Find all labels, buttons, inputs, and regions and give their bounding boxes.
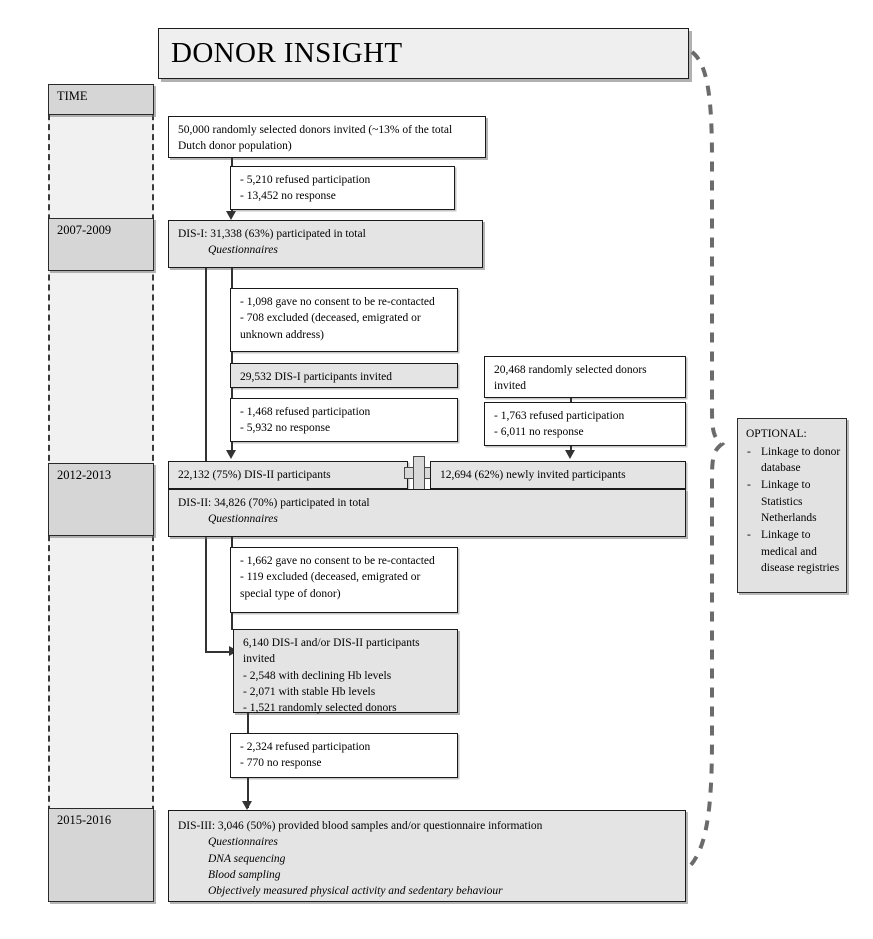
optional-item-statistics-netherlands: Linkage to Statistics Netherlands: [746, 477, 841, 527]
connector-excl-to-dis3: [247, 778, 249, 808]
connector-dis1-side-long: [205, 268, 207, 653]
box-exclusions-dis2-recontact: - 1,662 gave no consent to be re-contact…: [230, 547, 458, 613]
optional-list: Linkage to donor database Linkage to Sta…: [746, 444, 841, 577]
exclusion-line: - 5,210 refused participation: [240, 174, 371, 186]
exclusion-line: - 13,452 no response: [240, 190, 336, 203]
arrow-into-dis3: [242, 801, 252, 810]
connector-excl-to-dis3-invited: [231, 613, 233, 630]
box-exclusions-dis1-invited: - 1,468 refused participation - 5,932 no…: [230, 398, 458, 442]
exclusion-line: - 708 excluded (deceased, emigrated or u…: [240, 312, 421, 341]
dis1-questionnaires: Questionnaires: [208, 244, 278, 257]
plus-icon-center: [414, 468, 424, 478]
time-period-2007-2009: 2007-2009: [48, 218, 154, 271]
exclusion-line: - 1,763 refused participation: [494, 410, 625, 422]
box-dis2-returning-participants: 22,132 (75%) DIS-II participants: [168, 461, 408, 489]
time-lane-header: TIME: [48, 84, 154, 115]
dis3-blood-sampling: Blood sampling: [208, 868, 281, 881]
arrow-into-dis1: [226, 211, 236, 220]
optional-linkage-box: OPTIONAL: Linkage to donor database Link…: [737, 418, 847, 593]
box-dis3-invited: 6,140 DIS-I and/or DIS-II participants i…: [233, 629, 458, 715]
dis3-physical-activity: Objectively measured physical activity a…: [208, 885, 503, 898]
dis2-questionnaires: Questionnaires: [208, 513, 278, 526]
connector-dis1-side-horizontal: [205, 651, 233, 653]
connector-dis2-to-excl: [231, 537, 233, 549]
box-exclusions-2007: - 5,210 refused participation - 13,452 n…: [230, 166, 455, 210]
box-exclusions-dis1-recontact: - 1,098 gave no consent to be re-contact…: [230, 288, 458, 352]
box-dis2-total: DIS-II: 34,826 (70%) participated in tot…: [168, 489, 686, 537]
page-title: DONOR INSIGHT: [158, 28, 689, 79]
dis3-invited-line: - 2,548 with declining Hb levels: [243, 669, 392, 682]
box-dis3: DIS-III: 3,046 (50%) provided blood samp…: [168, 810, 686, 902]
arrow-into-dis2-returning: [226, 450, 236, 459]
arrow-into-dis2-new: [565, 450, 575, 459]
exclusion-line: - 1,662 gave no consent to be re-contact…: [240, 555, 435, 567]
exclusion-line: - 2,324 refused participation: [240, 741, 371, 753]
connector-dis3invited-to-excl: [247, 713, 249, 733]
dis3-invited-line: - 1,521 randomly selected donors: [243, 702, 397, 715]
exclusion-line: - 1,468 refused participation: [240, 406, 371, 418]
dis2-total-line: DIS-II: 34,826 (70%) participated in tot…: [178, 497, 370, 509]
connector-newinvited-to-excl: [570, 398, 572, 404]
box-new-invited-2012: 20,468 randomly selected donors invited: [484, 356, 686, 398]
connector-dis1invited-to-excl: [231, 388, 233, 399]
box-dis1-participants-invited: 29,532 DIS-I participants invited: [230, 363, 458, 388]
dis1-total: DIS-I: 31,338 (63%) participated in tota…: [178, 228, 366, 240]
dis3-invited-line: 6,140 DIS-I and/or DIS-II participants i…: [243, 637, 420, 666]
dashed-brace-icon: [688, 50, 726, 868]
connector-invited-to-excl: [231, 158, 233, 168]
box-exclusions-new-2012: - 1,763 refused participation - 6,011 no…: [484, 402, 686, 446]
exclusion-line: - 1,098 gave no consent to be re-contact…: [240, 296, 435, 308]
exclusion-line: - 119 excluded (deceased, emigrated or s…: [240, 571, 421, 600]
box-invited-2007: 50,000 randomly selected donors invited …: [168, 116, 486, 158]
optional-title: OPTIONAL:: [746, 428, 807, 440]
connector-excl-to-dis1-invited: [231, 352, 233, 364]
time-period-2015-2016: 2015-2016: [48, 808, 154, 902]
dis3-questionnaires: Questionnaires: [208, 836, 278, 849]
dis3-line: DIS-III: 3,046 (50%) provided blood samp…: [178, 820, 543, 832]
connector-excl-to-dis2-returning: [231, 442, 233, 454]
exclusion-line: - 6,011 no response: [494, 426, 584, 439]
dis3-invited-line: - 2,071 with stable Hb levels: [243, 685, 376, 698]
exclusion-line: - 5,932 no response: [240, 422, 331, 435]
dis3-dna-sequencing: DNA sequencing: [208, 852, 286, 865]
optional-item-medical-registries: Linkage to medical and disease registrie…: [746, 527, 841, 577]
box-exclusions-dis3: - 2,324 refused participation - 770 no r…: [230, 733, 458, 778]
box-dis2-new-participants: 12,694 (62%) newly invited participants: [430, 461, 686, 489]
optional-item-donor-database: Linkage to donor database: [746, 444, 841, 477]
exclusion-line: - 770 no response: [240, 757, 322, 770]
box-dis1: DIS-I: 31,338 (63%) participated in tota…: [168, 220, 483, 268]
connector-dis1-to-excl: [231, 268, 233, 290]
time-period-2012-2013: 2012-2013: [48, 463, 154, 536]
